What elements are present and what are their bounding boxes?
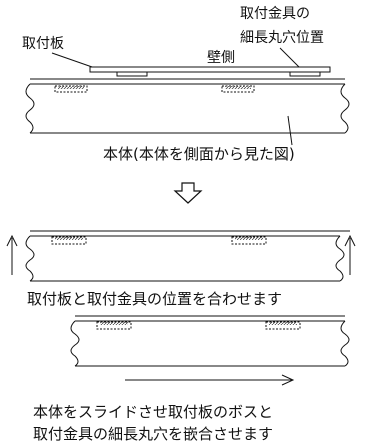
bracket-slot-label-line2: 細長丸穴位置 [240, 30, 324, 46]
bracket-slot-label-line1: 取付金具の [240, 6, 310, 22]
mounting-plate-label: 取付板 [22, 36, 64, 52]
down-arrow-icon [173, 182, 203, 204]
leader-lines [51, 47, 301, 146]
slide-step-caption-line1: 本体をスライドさせ取付板のボスと [33, 403, 274, 421]
right-arrow-icon [125, 374, 295, 386]
main-body-bottom [70, 315, 350, 367]
up-arrow-icon [6, 234, 356, 275]
align-step-caption: 取付板と取付金具の位置を合わせます [27, 290, 283, 308]
main-body-middle [25, 230, 350, 282]
slide-step-caption-line2: 取付金具の細長丸穴を嵌合させます [33, 425, 274, 443]
main-body-top [25, 78, 350, 134]
main-body-label: 本体(本体を側面から見た図) [103, 145, 295, 163]
wall-side-label: 壁側 [207, 50, 235, 66]
mounting-plate [89, 66, 331, 77]
